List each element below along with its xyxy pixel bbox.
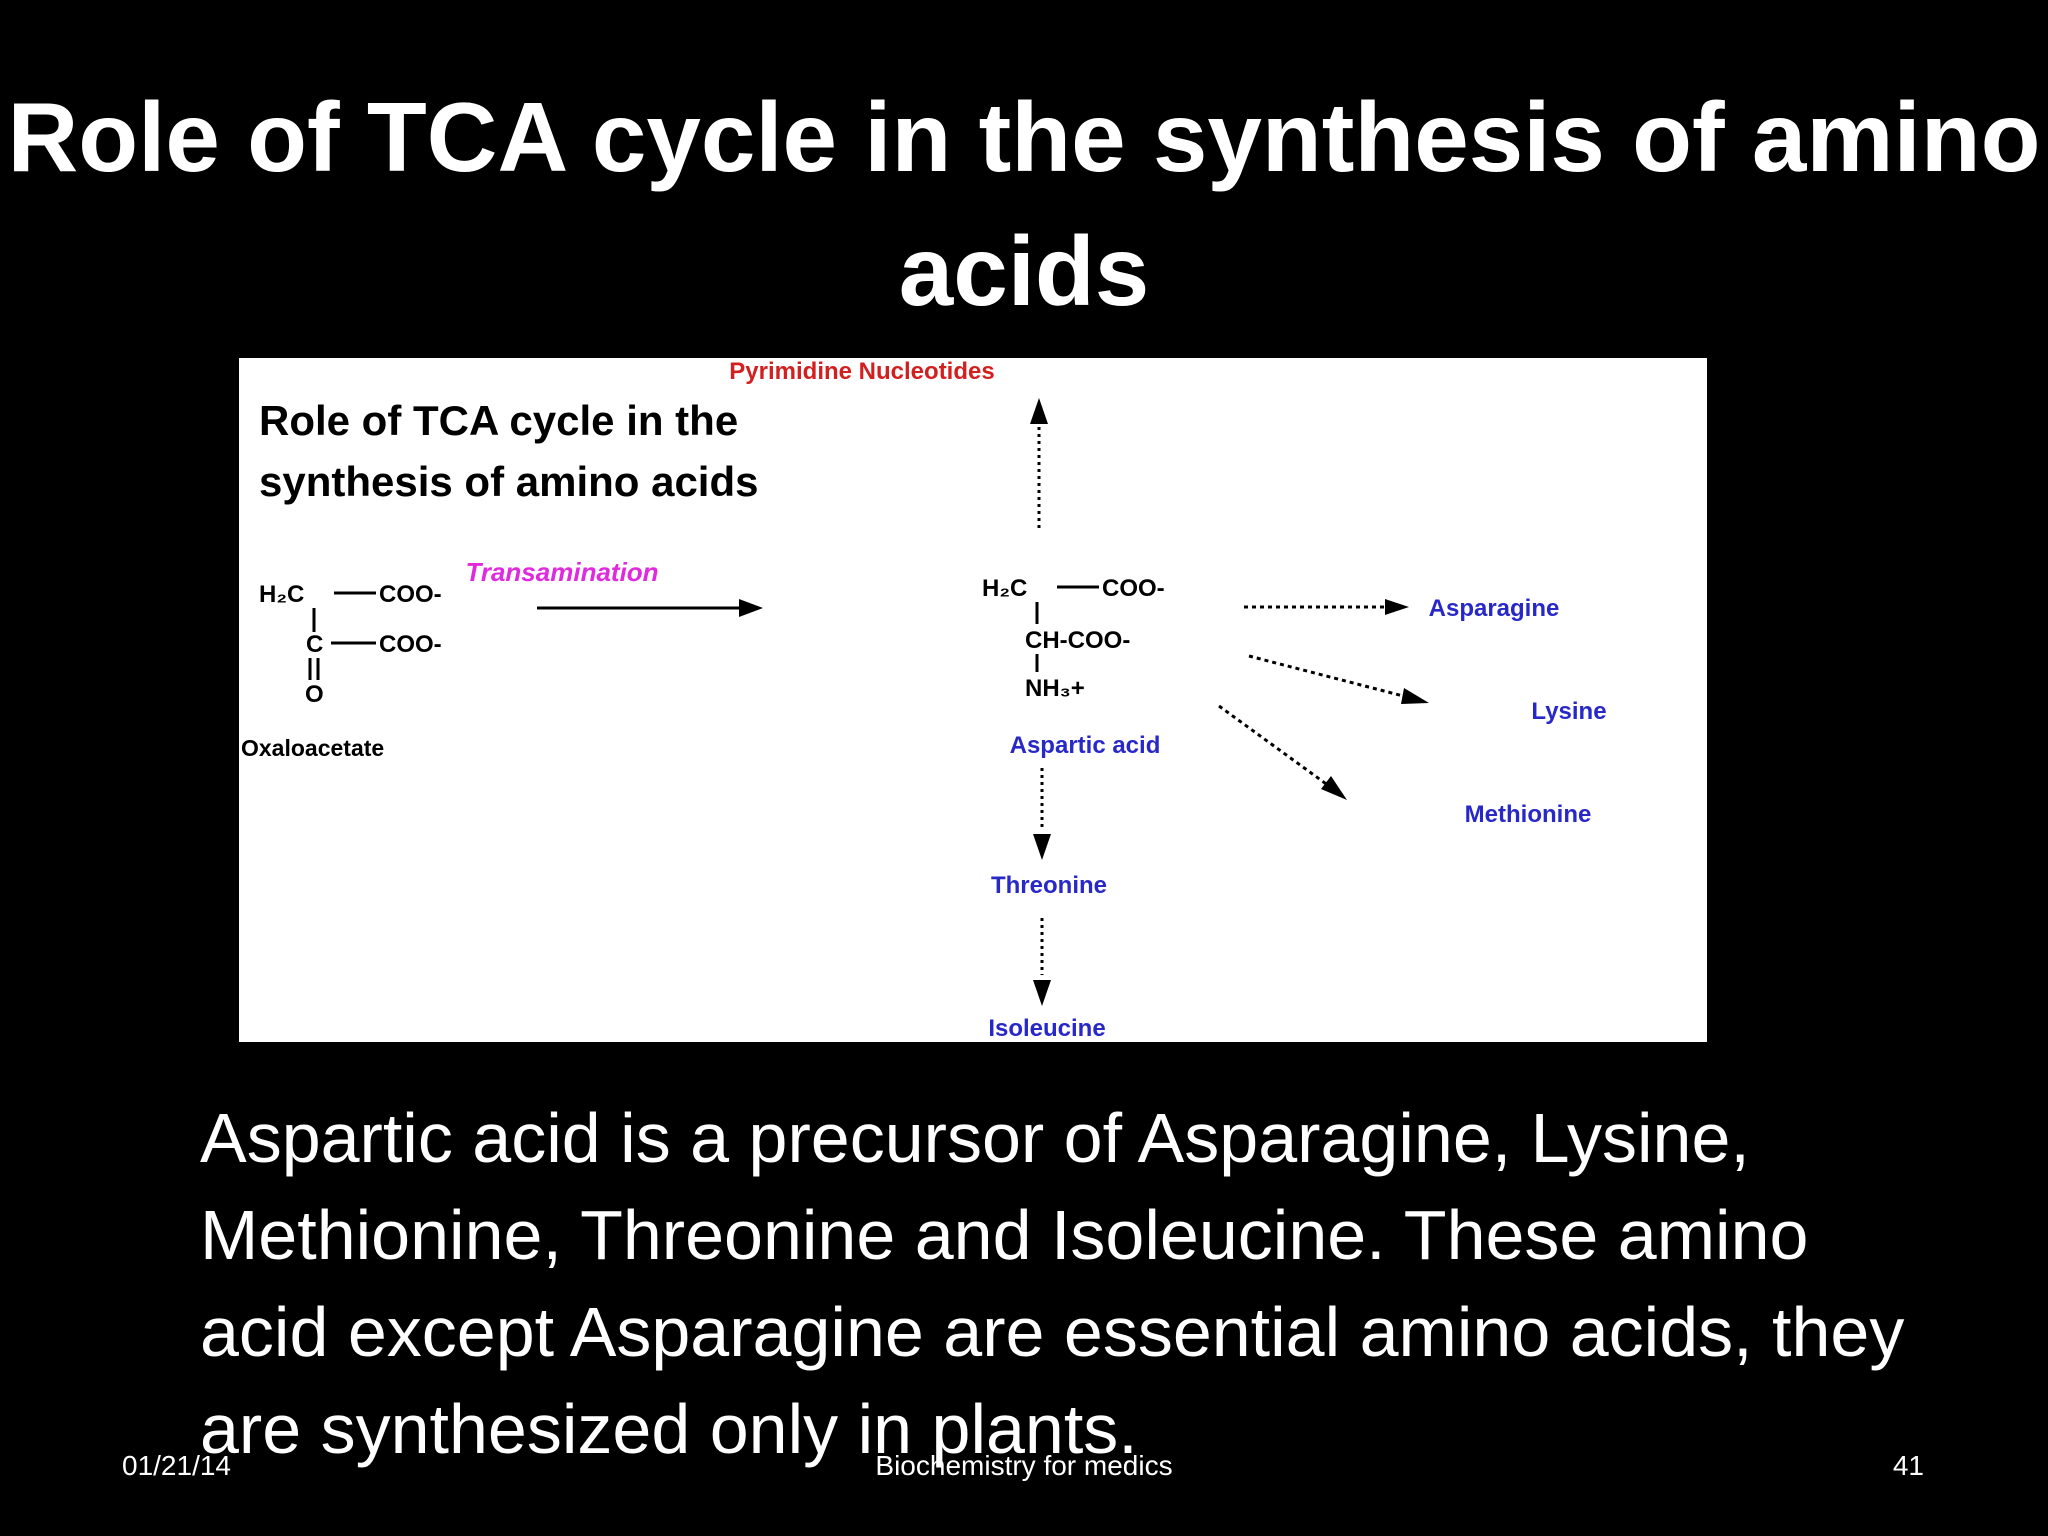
arrow-to-asparagine-head [1385,599,1409,615]
slide-title: Role of TCA cycle in the synthesis of am… [7,82,2041,326]
arrow-to-isoleucine-head [1033,980,1051,1006]
body-text: Aspartic acid is a precursor of Asparagi… [200,1099,1905,1468]
oxaloacetate-structure: H₂C COO- C COO- O Oxaloacetate [241,581,442,761]
aspartate-nh3: NH₃+ [1025,675,1085,702]
oxaloacetate-name: Oxaloacetate [241,735,384,761]
pyrimidine-nucleotides-label: Pyrimidine Nucleotides [729,358,994,385]
pathway-diagram: Role of TCA cycle in the synthesis of am… [241,358,1607,1042]
transamination-arrowhead [739,599,763,617]
aspartate-structure: H₂C COO- CH-COO- NH₃+ [982,575,1165,702]
arrow-to-methionine [1218,704,1330,788]
lysine-label: Lysine [1531,698,1606,725]
aspartate-h2c: H₂C [982,575,1027,602]
transamination-label: Transamination [465,557,658,587]
oxaloacetate-o: O [305,681,324,708]
arrow-to-threonine-head [1033,834,1051,860]
threonine-label: Threonine [991,872,1107,899]
methionine-label: Methionine [1465,801,1592,828]
figure-heading-line2: synthesis of amino acids [259,458,759,505]
arrow-to-lysine-head [1401,688,1429,704]
oxaloacetate-c: C [306,631,323,658]
page-number: 41 [1892,1450,1924,1481]
aspartate-ch-coo: CH-COO- [1025,627,1130,654]
arrow-to-pyrimidine-head [1030,398,1048,424]
pathway-figure: Role of TCA cycle in the synthesis of am… [239,358,1707,1042]
asparagine-label: Asparagine [1429,595,1560,622]
oxaloacetate-coo2: COO- [379,631,442,658]
aspartate-coo1: COO- [1102,575,1165,602]
footer-center: Biochemistry for medics [875,1450,1173,1481]
figure-heading-line1: Role of TCA cycle in the [259,397,738,444]
oxaloacetate-coo1: COO- [379,581,442,608]
arrow-to-lysine [1248,654,1412,700]
arrow-to-methionine-head [1321,776,1347,800]
isoleucine-label: Isoleucine [988,1015,1105,1042]
oxaloacetate-h2c: H₂C [259,581,304,608]
footer-date: 01/21/14 [122,1450,231,1481]
aspartic-acid-label: Aspartic acid [1010,732,1161,759]
